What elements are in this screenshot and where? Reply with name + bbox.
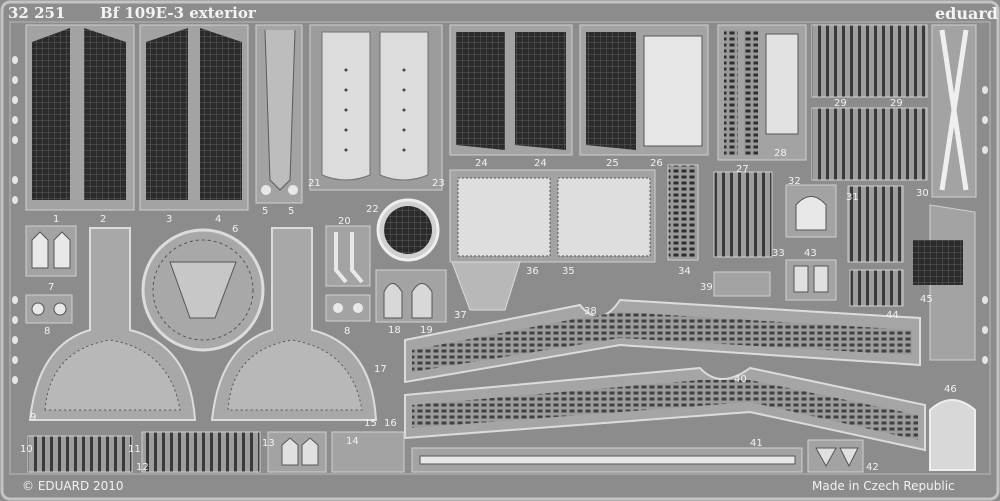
svg-text:8: 8 — [344, 326, 350, 337]
svg-text:3: 3 — [166, 214, 172, 225]
svg-text:1: 1 — [53, 214, 59, 225]
part-35-36-boxes — [449, 169, 656, 311]
part-1-7-8-small — [25, 225, 77, 324]
svg-text:39: 39 — [700, 282, 713, 293]
svg-text:21: 21 — [308, 178, 321, 189]
svg-text:28: 28 — [774, 148, 787, 159]
set-title: Bf 109E-3 exterior — [100, 4, 257, 22]
svg-text:31: 31 — [846, 192, 859, 203]
part-41-bar — [411, 447, 803, 473]
svg-text:19: 19 — [420, 325, 433, 336]
part-5-strip — [255, 24, 303, 204]
svg-text:12: 12 — [136, 462, 149, 473]
part-29-slats — [811, 24, 928, 181]
svg-text:20: 20 — [338, 216, 351, 227]
svg-text:29: 29 — [834, 98, 847, 109]
part-10-16 — [27, 431, 405, 473]
svg-text:38: 38 — [584, 306, 597, 317]
svg-text:27: 27 — [736, 164, 749, 175]
part-30-chains — [931, 24, 977, 198]
part-6-ring — [141, 228, 265, 352]
svg-text:24: 24 — [534, 158, 547, 169]
svg-text:44: 44 — [886, 310, 899, 321]
svg-text:10: 10 — [20, 444, 33, 455]
part-31-34 — [667, 164, 904, 307]
svg-text:25: 25 — [606, 158, 619, 169]
svg-text:6: 6 — [232, 224, 238, 235]
svg-text:30: 30 — [916, 188, 929, 199]
svg-text:32: 32 — [788, 176, 801, 187]
part-21-23-panels — [309, 24, 443, 191]
svg-text:34: 34 — [678, 266, 691, 277]
set-number: 32 251 — [8, 4, 65, 22]
part-24-25-mesh — [449, 24, 709, 156]
svg-text:15: 15 — [364, 418, 377, 429]
svg-text:42: 42 — [866, 462, 879, 473]
svg-text:7: 7 — [48, 282, 54, 293]
svg-text:26: 26 — [650, 158, 663, 169]
svg-text:46: 46 — [944, 384, 957, 395]
part-labels: 1 2 3 4 5 5 6 7 8 8 9 10 11 12 13 14 15 … — [20, 98, 957, 473]
svg-text:5: 5 — [288, 206, 294, 217]
svg-text:24: 24 — [475, 158, 488, 169]
svg-text:23: 23 — [432, 178, 445, 189]
svg-text:2: 2 — [100, 214, 106, 225]
brand-logo: eduard — [935, 4, 998, 23]
svg-text:13: 13 — [262, 438, 275, 449]
svg-text:36: 36 — [526, 266, 539, 277]
svg-text:8: 8 — [44, 326, 50, 337]
svg-text:18: 18 — [388, 325, 401, 336]
part-9-17-covers — [28, 227, 378, 421]
part-45 — [913, 204, 976, 361]
origin-text: Made in Czech Republic — [812, 479, 955, 493]
svg-text:45: 45 — [920, 294, 933, 305]
part-27-28 — [717, 24, 807, 161]
svg-text:22: 22 — [366, 204, 379, 215]
svg-text:14: 14 — [346, 436, 359, 447]
svg-text:9: 9 — [30, 412, 36, 423]
edge-holes — [12, 56, 988, 384]
radiator-grille-parts — [25, 24, 249, 211]
svg-text:40: 40 — [734, 374, 747, 385]
svg-text:33: 33 — [772, 248, 785, 259]
svg-text:41: 41 — [750, 438, 763, 449]
svg-text:11: 11 — [128, 444, 141, 455]
svg-text:16: 16 — [384, 418, 397, 429]
svg-text:17: 17 — [374, 364, 387, 375]
svg-text:43: 43 — [804, 248, 817, 259]
part-42-46 — [807, 399, 976, 473]
svg-text:4: 4 — [215, 214, 221, 225]
part-18-20 — [325, 225, 447, 323]
svg-text:29: 29 — [890, 98, 903, 109]
copyright-text: © EDUARD 2010 — [22, 479, 124, 493]
svg-text:5: 5 — [262, 206, 268, 217]
svg-text:37: 37 — [454, 310, 467, 321]
part-22-round-mesh — [376, 198, 440, 262]
svg-text:35: 35 — [562, 266, 575, 277]
part-38-40-strips — [404, 298, 926, 452]
